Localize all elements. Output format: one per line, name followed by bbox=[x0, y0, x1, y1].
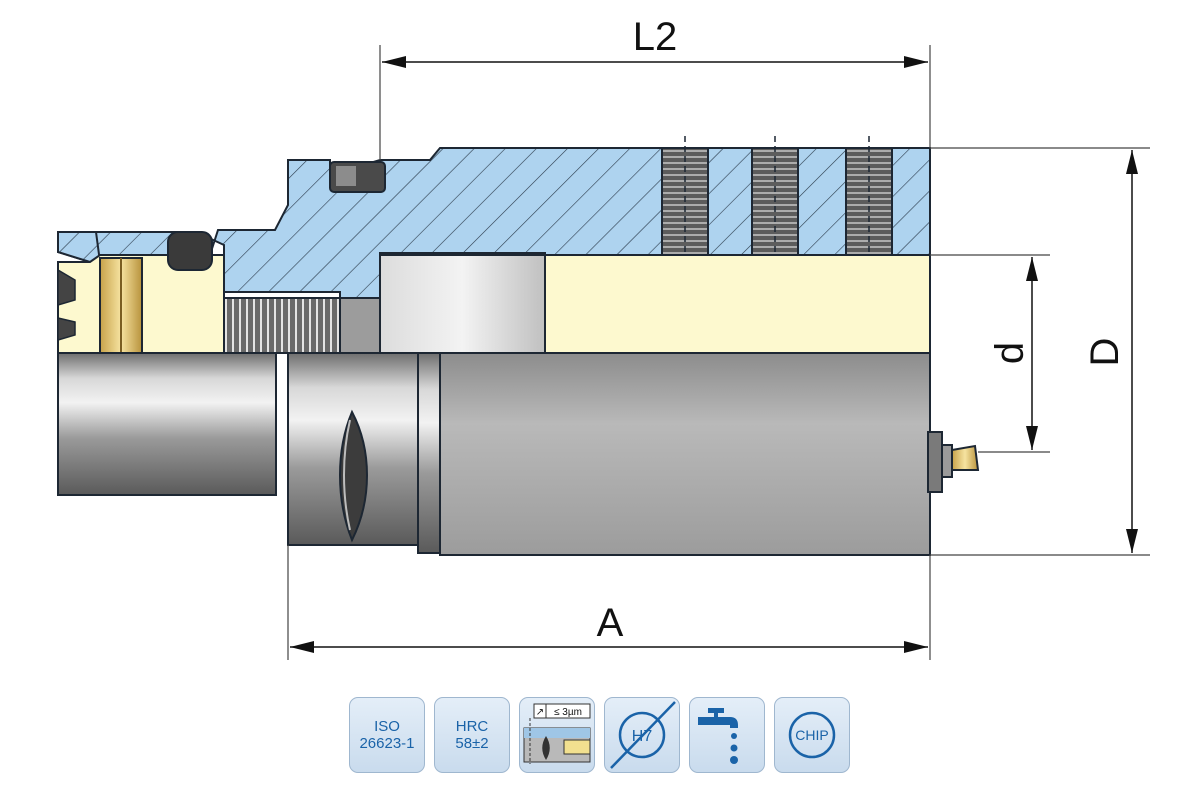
internal-serration bbox=[223, 297, 341, 354]
badge-iso: ISO 26623-1 bbox=[349, 697, 425, 773]
badge-iso-line2: 26623-1 bbox=[359, 735, 415, 752]
bore-insert bbox=[379, 254, 546, 354]
coolant-nut bbox=[927, 431, 943, 493]
dim-label-L2: L2 bbox=[633, 15, 678, 59]
dim-label-d: d bbox=[988, 342, 1032, 364]
hsk-shank bbox=[57, 352, 277, 496]
coolant-tap-icon bbox=[698, 708, 738, 764]
feature-badges: ISO 26623-1 HRC 58±2 ↗ ≤ 3µm H7 bbox=[349, 697, 850, 773]
badge-h7: H7 bbox=[604, 697, 680, 773]
h7-crossed-icon: H7 bbox=[610, 701, 676, 769]
chip-icon: CHIP bbox=[788, 711, 836, 759]
badge-iso-line1: ISO bbox=[374, 718, 400, 735]
badge-hrc-line1: HRC bbox=[455, 718, 489, 735]
badge-chip-label: CHIP bbox=[795, 727, 828, 743]
runout-icon: ↗ ≤ 3µm bbox=[523, 703, 591, 764]
bore bbox=[544, 254, 931, 354]
badge-runout-label: ≤ 3µm bbox=[554, 707, 582, 718]
collet-nose-hatch bbox=[57, 231, 102, 263]
dim-label-A: A bbox=[597, 601, 624, 645]
badge-hrc-line2: 58±2 bbox=[455, 735, 489, 752]
badge-coolant bbox=[689, 697, 765, 773]
badge-chip: CHIP bbox=[774, 697, 850, 773]
badge-runout: ↗ ≤ 3µm bbox=[519, 697, 595, 773]
tool-holder-drawing: L2 A d D bbox=[57, 15, 1150, 660]
main-body bbox=[439, 352, 931, 556]
svg-text:↗: ↗ bbox=[536, 707, 544, 718]
badge-h7-label: H7 bbox=[632, 728, 653, 745]
dim-label-D: D bbox=[1083, 338, 1127, 367]
badge-hrc: HRC 58±2 bbox=[434, 697, 510, 773]
coolant-nozzle bbox=[951, 444, 980, 471]
